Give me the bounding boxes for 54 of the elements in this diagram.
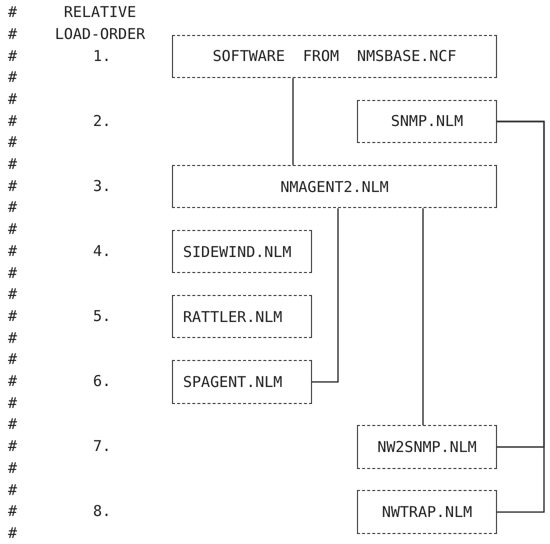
comment-mark: # xyxy=(8,458,18,479)
comment-mark: # xyxy=(8,176,18,197)
file-box xyxy=(172,164,497,208)
load-order-number: 3. xyxy=(93,176,112,197)
comment-mark: # xyxy=(8,480,18,501)
load-order-number: 8. xyxy=(93,501,112,522)
comment-mark: # xyxy=(8,2,18,24)
comment-mark: # xyxy=(8,154,18,176)
file-name: NW2SNMP.NLM xyxy=(377,438,477,456)
comment-mark: # xyxy=(8,240,18,262)
comment-mark: # xyxy=(8,197,18,218)
load-order-number: 4. xyxy=(93,240,112,262)
file-box xyxy=(172,360,312,404)
comment-mark: # xyxy=(8,88,18,110)
load-order-number: 7. xyxy=(93,436,112,458)
comment-mark: # xyxy=(8,262,18,284)
load-order-number: 2. xyxy=(93,110,112,132)
file-name: SOFTWARE FROM NMSBASE.NCF xyxy=(212,47,456,66)
file-box xyxy=(172,34,497,78)
file-box xyxy=(172,230,312,274)
comment-mark: # xyxy=(8,219,18,240)
comment-mark: # xyxy=(8,67,18,88)
load-order-number: 6. xyxy=(93,371,112,392)
comment-mark: # xyxy=(8,522,18,544)
comment-mark: # xyxy=(8,328,18,349)
file-box xyxy=(357,100,497,144)
comment-mark: # xyxy=(8,132,18,154)
file-name: SIDEWIND.NLM xyxy=(183,242,292,261)
comment-mark: # xyxy=(8,46,18,67)
comment-mark: # xyxy=(8,24,18,45)
comment-mark: # xyxy=(8,436,18,458)
load-order-number: 1. xyxy=(93,46,112,67)
comment-mark: # xyxy=(8,284,18,306)
connector-line xyxy=(292,78,294,165)
file-box xyxy=(172,295,312,338)
comment-mark: # xyxy=(8,501,18,522)
file-box xyxy=(357,490,497,534)
comment-mark: # xyxy=(8,349,18,370)
connector-line xyxy=(422,208,424,426)
file-name: RATTLER.NLM xyxy=(183,308,282,326)
file-name: NMAGENT2.NLM xyxy=(280,178,389,196)
connector-line xyxy=(312,208,339,383)
comment-mark: # xyxy=(8,414,18,436)
comment-mark: # xyxy=(8,392,18,414)
connector-line xyxy=(497,120,545,513)
comment-mark: # xyxy=(8,110,18,132)
comment-mark: # xyxy=(8,371,18,392)
comment-mark: # xyxy=(8,306,18,327)
file-name: NWTRAP.NLM xyxy=(382,503,472,522)
file-box xyxy=(357,425,497,469)
file-name: SPAGENT.NLM xyxy=(183,372,282,391)
column-heading: RELATIVE LOAD-ORDER xyxy=(54,2,146,45)
file-name: SNMP.NLM xyxy=(390,112,464,130)
load-order-number: 5. xyxy=(93,306,112,327)
